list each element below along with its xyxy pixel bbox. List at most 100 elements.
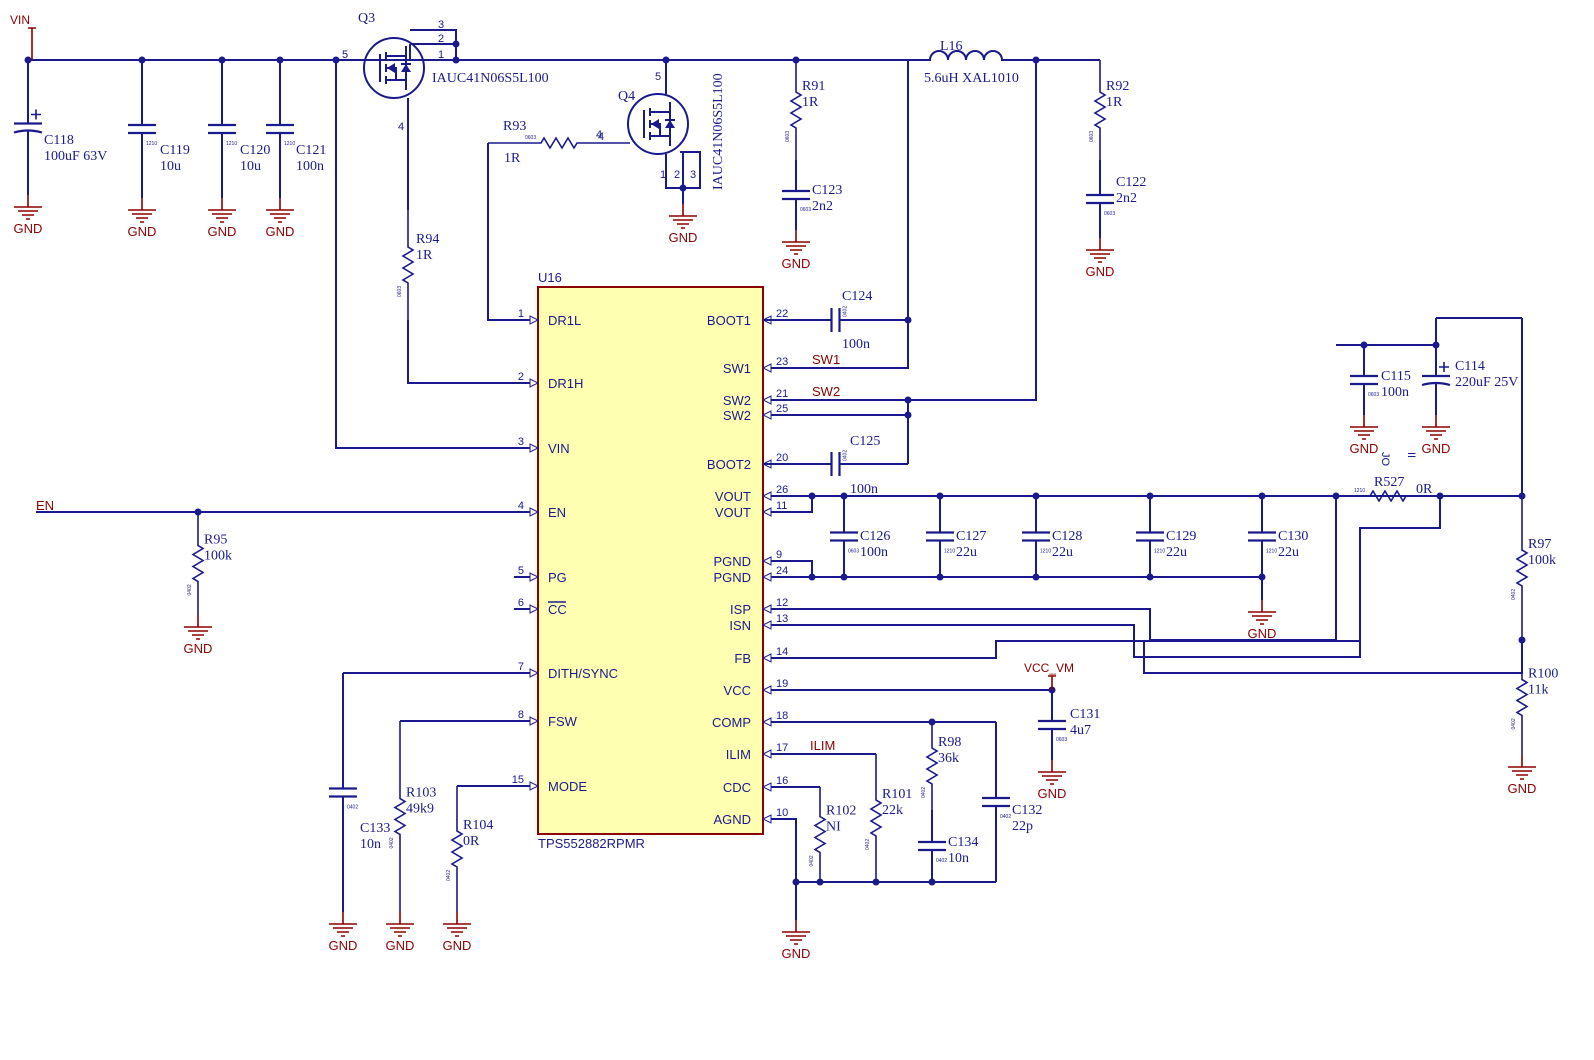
capacitor-value: 10n bbox=[360, 837, 381, 852]
ground-label: GND bbox=[1038, 786, 1067, 801]
mosfet-arrow-icon bbox=[651, 119, 659, 129]
ground-symbol: GND bbox=[669, 204, 697, 245]
pin-arrow-icon bbox=[761, 556, 772, 566]
ic-pin-name: FSW bbox=[548, 714, 578, 729]
ic-pin-name: BOOT2 bbox=[707, 457, 751, 472]
ground-label: GND bbox=[14, 221, 43, 236]
junction-dot bbox=[662, 56, 670, 64]
pin-arrow-icon bbox=[761, 604, 772, 614]
ic-pin-name: VOUT bbox=[715, 489, 751, 504]
resistor-designator: R100 bbox=[1528, 667, 1558, 682]
pin-number: 5 bbox=[655, 71, 661, 83]
capacitor-value: 10u bbox=[160, 159, 181, 174]
ic-pin-name: ISP bbox=[730, 602, 751, 617]
ground-label: GND bbox=[1248, 626, 1277, 641]
pgnd-pins bbox=[763, 560, 813, 578]
pin-arrow-icon bbox=[761, 749, 772, 759]
ground-icon bbox=[1350, 415, 1378, 440]
inductor-value: 5.6uH XAL1010 bbox=[924, 71, 1019, 86]
ic-pin-name: BOOT1 bbox=[707, 313, 751, 328]
capacitor-designator: C122 bbox=[1116, 175, 1146, 190]
ic-pin-name: SW2 bbox=[723, 408, 751, 423]
capacitor-designator: C126 bbox=[860, 529, 890, 544]
ic-pin-name: COMP bbox=[712, 715, 751, 730]
dr1h-wire bbox=[407, 320, 538, 384]
ic-pin-number: 2 bbox=[518, 371, 524, 383]
ground-label: GND bbox=[208, 224, 237, 239]
ic-pin-number: 6 bbox=[518, 597, 524, 609]
en-net-label: EN bbox=[36, 498, 54, 513]
ic-pin-name: AGND bbox=[713, 812, 751, 827]
capacitor-value: 22u bbox=[1278, 545, 1299, 560]
mosfet-body-icon bbox=[363, 37, 425, 99]
vin-to-ic bbox=[335, 60, 538, 449]
capacitor-curved-plate-icon bbox=[1421, 381, 1451, 387]
pin-number: 4 bbox=[398, 121, 404, 133]
capacitor-plate-icon bbox=[830, 308, 841, 332]
ground-label: GND bbox=[443, 938, 472, 953]
capacitor-curved-plate-icon bbox=[13, 129, 43, 134]
ic-pin-name: VCC bbox=[724, 683, 751, 698]
ic-pin-name: MODE bbox=[548, 779, 587, 794]
capacitor-designator: C120 bbox=[240, 143, 270, 158]
junction-dot bbox=[1146, 492, 1154, 500]
ground-symbol: GND bbox=[782, 920, 810, 961]
pin-arrow-icon bbox=[529, 604, 540, 614]
junction-dot bbox=[1518, 636, 1526, 644]
ic-pin-name: CC bbox=[548, 602, 567, 617]
ic-pin-number: 8 bbox=[518, 709, 524, 721]
junction-dot bbox=[904, 411, 912, 419]
pin-arrow-icon bbox=[761, 395, 772, 405]
capacitor-package: 1210 bbox=[944, 549, 955, 555]
junction-dot bbox=[452, 40, 460, 48]
capacitor-designator: C114 bbox=[1455, 359, 1485, 374]
resistor-value: 0R bbox=[463, 834, 480, 849]
resistor-package: 0402 bbox=[187, 584, 193, 595]
ic-pin-name: DR1H bbox=[548, 376, 583, 391]
junction-dot bbox=[1032, 573, 1040, 581]
resistor-value: 100k bbox=[1528, 553, 1556, 568]
ground-icon bbox=[1508, 755, 1536, 780]
capacitor-value: 22p bbox=[1012, 819, 1033, 834]
capacitor-designator: C130 bbox=[1278, 529, 1308, 544]
stray-mark: II bbox=[1405, 452, 1417, 458]
ground-symbol: GND bbox=[329, 912, 357, 953]
pin-number: 1 bbox=[438, 49, 444, 61]
resistor-designator: R98 bbox=[938, 735, 961, 750]
pin-arrow-icon bbox=[761, 363, 772, 373]
resistor-zigzag-icon bbox=[191, 512, 205, 615]
resistor-value: 1R bbox=[802, 95, 819, 110]
pin-arrow-icon bbox=[761, 410, 772, 420]
capacitor-value: 10u bbox=[240, 159, 261, 174]
resistor-zigzag-icon bbox=[401, 210, 415, 320]
q3-pin1 bbox=[409, 44, 457, 61]
mosfet-part: IAUC41N06S5L100 bbox=[711, 73, 726, 190]
junction-dot bbox=[792, 56, 800, 64]
capacitor-designator: C131 bbox=[1070, 707, 1100, 722]
pin-arrow-icon bbox=[529, 572, 540, 582]
ic-designator: U16 bbox=[538, 270, 562, 285]
junction-dot bbox=[928, 878, 936, 886]
resistor-zigzag-icon bbox=[925, 722, 939, 810]
capacitor-value: 22u bbox=[956, 545, 977, 560]
pin-arrow-icon bbox=[761, 814, 772, 824]
junction-dot bbox=[904, 316, 912, 324]
ground-symbol: GND bbox=[266, 198, 294, 239]
ground-label: GND bbox=[1086, 264, 1115, 279]
junction-dot bbox=[872, 878, 880, 886]
ic-pin-number: 23 bbox=[776, 356, 788, 368]
capacitor-value: 100n bbox=[842, 337, 870, 352]
ground-icon bbox=[1038, 760, 1066, 785]
ground-symbol: GND bbox=[128, 198, 156, 239]
capacitor-package: 0402 bbox=[843, 306, 849, 317]
ground-symbol: GND bbox=[208, 198, 237, 239]
ic-pin-number: 1 bbox=[518, 308, 524, 320]
ground-label: GND bbox=[184, 641, 213, 656]
